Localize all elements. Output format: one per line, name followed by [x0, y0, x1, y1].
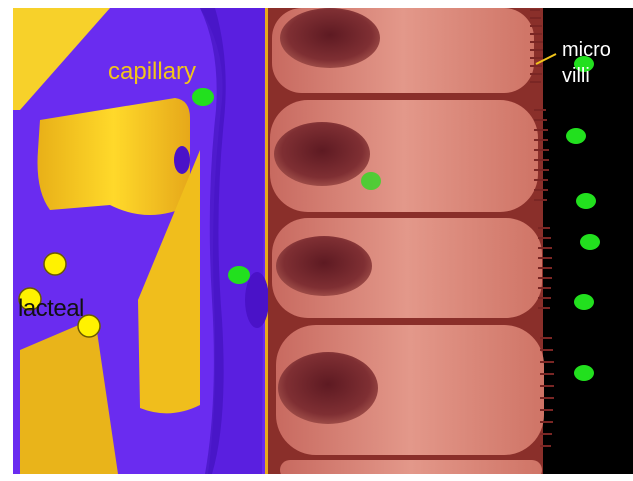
- lacteal-label: lacteal: [18, 297, 84, 321]
- nutrient-particle: [566, 128, 586, 144]
- microvilli-label-line1: micro: [562, 40, 611, 60]
- epithelial-cell-layer: [268, 8, 554, 480]
- nutrient-particle: [576, 193, 596, 209]
- cell-nucleus: [274, 122, 370, 186]
- cell-nucleus: [276, 236, 372, 296]
- capillary-label: capillary: [108, 60, 196, 84]
- cell-nucleus: [280, 8, 380, 68]
- nutrient-particle: [580, 234, 600, 250]
- microvilli-label-line2: villi: [562, 66, 590, 86]
- nutrient-particle: [192, 88, 214, 106]
- nutrient-particle: [574, 365, 594, 381]
- fat-droplet: [44, 253, 66, 275]
- nutrient-particle: [574, 294, 594, 310]
- nutrient-particle: [228, 266, 250, 284]
- nutrient-particle: [361, 172, 381, 190]
- cell-nucleus: [278, 352, 378, 424]
